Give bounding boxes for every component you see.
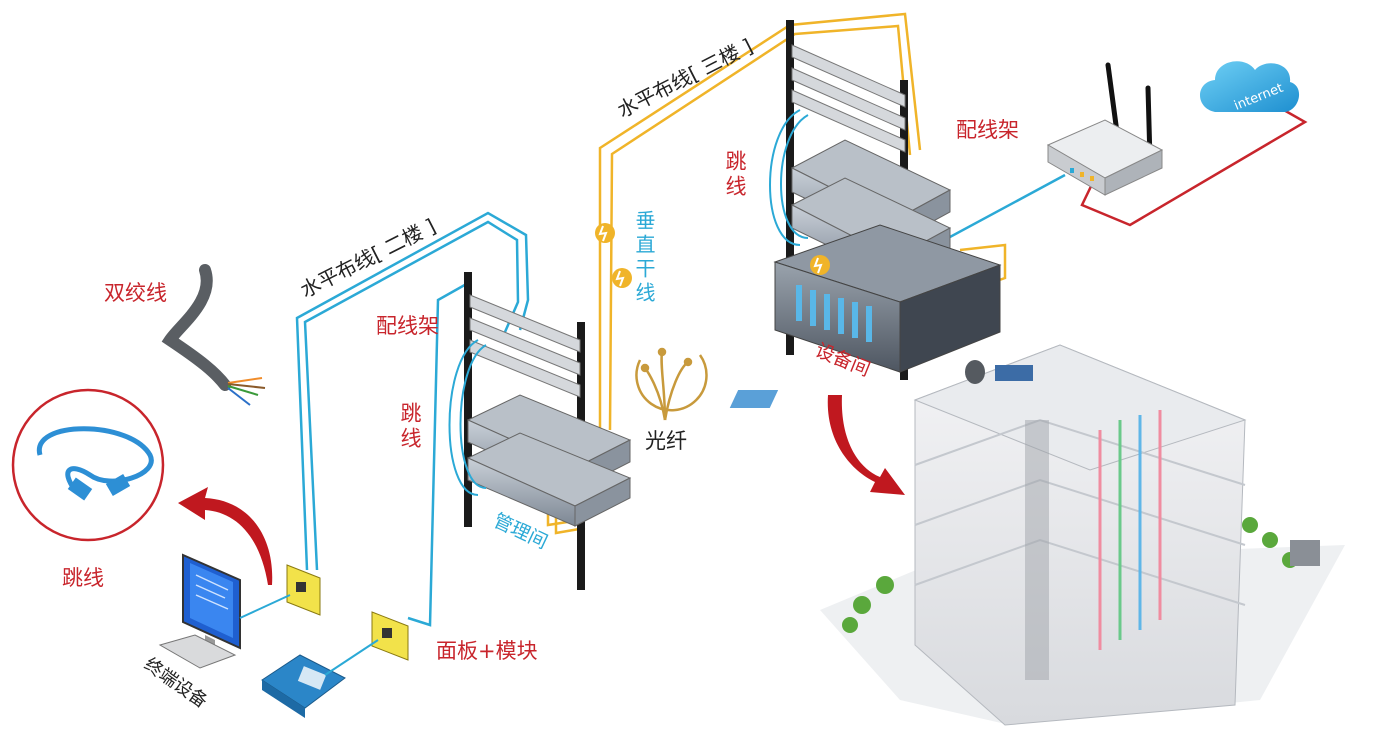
patch-panel-2f-label: 配线架 (376, 314, 439, 338)
patch-cord-icon (448, 109, 809, 496)
fiber-marker (595, 223, 830, 288)
keyboard-icon (158, 634, 237, 669)
vertical-trunk-label: 垂直干线 (632, 210, 656, 306)
fiber-label: 光纤 (645, 429, 687, 453)
ip-phone-icon (261, 654, 346, 718)
fiber-icon (635, 347, 708, 421)
patch-panel-3f-label: 配线架 (956, 118, 1019, 142)
patch-cord-icon (11, 388, 165, 542)
switch-icon (466, 394, 632, 527)
horizontal-2f-label: 水平布线[ 二楼 ] (296, 214, 439, 303)
wall-outlet-icon (286, 564, 409, 661)
faceplate-module-label: 面板+模块 (436, 639, 538, 663)
server-icon (773, 224, 1002, 373)
patch-panel-2f (469, 294, 581, 398)
patch-panel-3f (791, 44, 906, 153)
mgmt-room-label: 管理间 (490, 510, 551, 554)
patch-cord-left-label: 跳线 (62, 566, 104, 590)
rack-icon (773, 20, 1002, 380)
internet-link (1080, 103, 1308, 227)
rack-icon (464, 272, 632, 590)
twisted-pair-label: 双绞线 (104, 281, 167, 305)
building-icon (729, 344, 1345, 726)
patch-cord-3f-label: 跳线 (723, 150, 747, 200)
horizontal-cable-2f (295, 211, 530, 627)
patch-cord-2f-label: 跳线 (398, 402, 422, 452)
router-icon (1046, 62, 1164, 196)
twisted-pair-cable-icon (161, 264, 266, 406)
horizontal-3f-label: 水平布线[ 三楼 ] (613, 34, 756, 123)
monitor-icon (182, 553, 241, 652)
cloud-icon: internet (1200, 61, 1300, 114)
arrow-icon (178, 395, 905, 585)
